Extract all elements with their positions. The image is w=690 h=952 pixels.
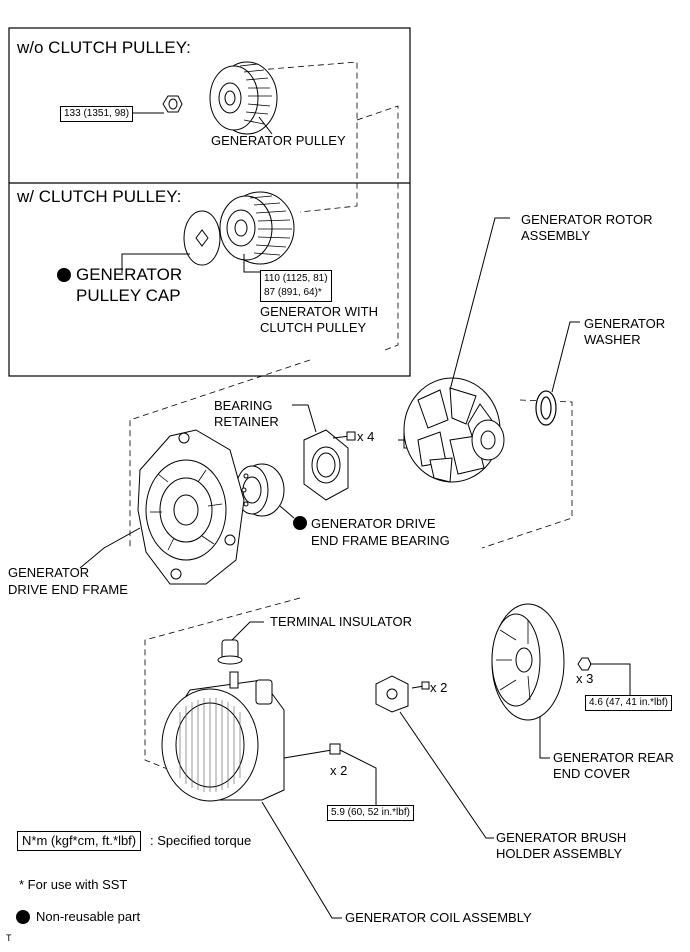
leader-coil-torque [339,749,377,805]
torque-clutch-pulley-line2: 87 (891, 64)* [264,287,322,298]
torque-clutch-pulley: 110 (1125, 81) 87 (891, 64)* [260,270,332,302]
pulley-nut-drawing [162,95,183,113]
with-clutch-heading: w/ CLUTCH PULLEY: [17,187,182,206]
label-generator-pulley: GENERATOR PULLEY [211,133,346,148]
label-bearing-line1: GENERATOR DRIVE [311,516,436,531]
leader-generator-pulley [258,116,273,135]
non-reusable-mark-pulley-cap [57,268,71,282]
brush-screw-drawing [411,681,430,690]
pulley-cap-drawing [183,210,221,266]
qty-retainer-screws: x 4 [357,429,375,444]
leader-drive-frame [79,527,141,569]
leader-terminal-insulator [231,621,264,641]
label-coil: GENERATOR COIL ASSEMBLY [345,910,532,925]
generator-pulley-drawing [209,61,278,135]
leader-brush-holder [399,711,494,839]
leader-bearing [279,505,295,519]
terminal-insulator-drawing [217,639,243,665]
torque-pulley-nut: 133 (1351, 98) [60,106,134,122]
label-rear-cover-line2: END COVER [553,766,631,781]
label-drive-frame-line1: GENERATOR [8,565,90,580]
label-pulley-cap-line1: GENERATOR [76,265,183,284]
label-brush-line1: GENERATOR BRUSH [496,830,627,845]
leader-pulley-cap [121,253,190,273]
qty-brush-screws: x 2 [430,680,448,695]
legend-non-reusable: Non-reusable part [36,909,141,924]
qty-coil-bolts: x 2 [330,763,348,778]
label-clutch-pulley-line2: CLUTCH PULLEY [260,320,367,335]
retainer-screw-drawing [332,431,356,441]
label-terminal-insulator: TERMINAL INSULATOR [270,614,413,629]
rear-cover-nut-drawing [577,657,592,671]
label-clutch-pulley-line1: GENERATOR WITH [260,304,378,319]
non-reusable-mark-bearing [293,516,307,530]
legend-sst-note: * For use with SST [19,877,128,892]
washer-drawing [535,390,557,426]
without-clutch-heading: w/o CLUTCH PULLEY: [17,38,191,57]
clutch-pulley-drawing [219,191,295,265]
label-rear-cover-line1: GENERATOR REAR [553,750,674,765]
leader-clutch-pulley [243,254,260,273]
non-reusable-legend-mark [16,910,30,924]
legend-torque-desc: : Specified torque [150,833,252,848]
drive-end-frame-drawing [137,429,245,585]
brush-holder-drawing [375,675,409,713]
torque-coil-bolt: 5.9 (60, 52 in.*lbf) [327,805,414,821]
clutch-pulley-inset-frame [8,27,411,377]
label-rotor-line1: GENERATOR ROTOR [521,212,653,227]
leader-rear-cover [539,716,550,759]
footer-mark: T [6,933,12,943]
torque-clutch-pulley-line1: 110 (1125, 81) [264,273,328,284]
assembly-center-lines [129,61,573,771]
label-bearing-line2: END FRAME BEARING [311,533,450,548]
label-brush-line2: HOLDER ASSEMBLY [496,846,623,861]
label-drive-frame-line2: DRIVE END FRAME [8,582,128,597]
leader-rotor [449,217,510,391]
label-retainer-line2: RETAINER [214,414,279,429]
leader-rear-cover-torque [590,663,631,696]
rear-end-cover-drawing [491,603,565,721]
label-pulley-cap-line2: PULLEY CAP [76,286,181,305]
bearing-retainer-drawing [303,429,349,501]
coil-bolt-drawing [283,743,341,759]
leader-coil [261,801,342,919]
leader-retainer [292,404,317,433]
torque-rear-cover: 4.6 (47, 41 in.*lbf) [585,695,672,711]
qty-rear-cover-nuts: x 3 [576,671,594,686]
label-retainer-line1: BEARING [214,398,273,413]
legend-torque-unit: N*m (kgf*cm, ft.*lbf) [17,831,142,851]
label-rotor-line2: ASSEMBLY [521,228,591,243]
coil-assembly-drawing [161,671,285,802]
rotor-drawing [398,377,505,483]
label-washer-line1: GENERATOR [584,316,666,331]
label-washer-line2: WASHER [584,332,641,347]
leader-washer [551,321,580,393]
